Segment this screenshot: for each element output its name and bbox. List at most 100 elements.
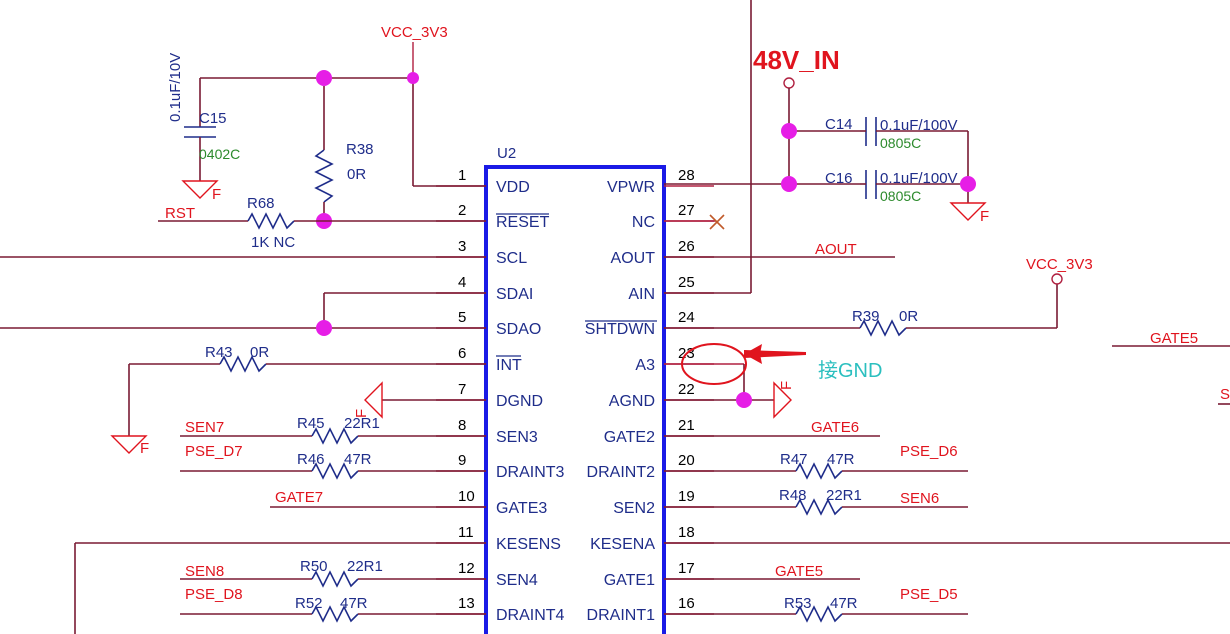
r48-value: 22R1	[826, 487, 862, 504]
junction-dot	[960, 176, 976, 192]
vin-label: 48V_IN	[753, 45, 840, 75]
right-pin-number: 20	[678, 452, 695, 469]
vin-port	[783, 77, 795, 89]
ground-f-label: F	[980, 208, 989, 225]
right-pin-label: GATE2	[604, 429, 655, 446]
annotation-text: 接GND	[818, 359, 882, 382]
r53-ref: R53	[784, 595, 812, 612]
left-pin-label: SEN4	[496, 572, 538, 589]
ground-f-label: F	[212, 186, 221, 203]
ic-body	[484, 165, 666, 634]
edge-fragment: S	[1220, 386, 1230, 403]
c16-package: 0805C	[880, 188, 921, 204]
right-pin-number: 24	[678, 309, 695, 326]
left-pin-number: 7	[458, 381, 466, 398]
right-pin-label: SEN2	[613, 500, 655, 517]
left-pin-number: 6	[458, 345, 466, 362]
c14-package: 0805C	[880, 135, 921, 151]
aout-net-label: AOUT	[815, 241, 857, 258]
left-pin-label: GATE3	[496, 500, 547, 517]
c15-package: 0402C	[199, 146, 240, 162]
r52-resistor	[311, 605, 359, 623]
r43-value: 0R	[250, 344, 269, 361]
c16-value: 0.1uF/100V	[880, 170, 958, 187]
left-pin-label: DGND	[496, 393, 543, 410]
right-pin-label: AGND	[609, 393, 655, 410]
r45-value: 22R1	[344, 415, 380, 432]
left-pin-label: SDAI	[496, 286, 533, 303]
left-pin-number: 1	[458, 167, 466, 184]
r50-ref: R50	[300, 558, 328, 575]
pse-d7-net-label: PSE_D7	[185, 443, 243, 460]
ground-f-label: F	[140, 440, 149, 457]
right-pin-label: NC	[632, 214, 655, 231]
r50-resistor	[311, 570, 359, 588]
left-pin-number: 12	[458, 560, 475, 577]
c15-ref: C15	[199, 110, 227, 127]
right-pin-label: VPWR	[607, 179, 655, 196]
r38-resistor	[314, 149, 334, 203]
left-pin-label: DRAINT4	[496, 607, 565, 624]
r47-value: 47R	[827, 451, 855, 468]
left-pin-number: 3	[458, 238, 466, 255]
left-pin-number: 8	[458, 417, 466, 434]
sen7-net-label: SEN7	[185, 419, 224, 436]
left-pin-number: 5	[458, 309, 466, 326]
left-pin-label: SCL	[496, 250, 527, 267]
pse-d8-net-label: PSE_D8	[185, 586, 243, 603]
c16-ref: C16	[825, 170, 853, 187]
right-pin-number: 17	[678, 560, 695, 577]
left-pin-number: 4	[458, 274, 466, 291]
left-pin-label: VDD	[496, 179, 530, 196]
pse-d5-net-label: PSE_D5	[900, 586, 958, 603]
junction-dot	[407, 72, 419, 84]
junction-dot	[781, 176, 797, 192]
right-pin-number: 22	[678, 381, 695, 398]
right-pin-number: 26	[678, 238, 695, 255]
left-pin-group: 1VDD2RESET3SCL4SDAI5SDAO6INT7DGND8SEN39D…	[436, 167, 565, 624]
vcc-right-port	[1051, 273, 1063, 285]
vcc-top-label: VCC_3V3	[381, 24, 448, 41]
r39-value: 0R	[899, 308, 918, 325]
left-pin-label: DRAINT3	[496, 464, 565, 481]
right-pin-label: A3	[635, 357, 655, 374]
annotation-arrowhead	[744, 344, 762, 364]
sen6-net-label: SEN6	[900, 490, 939, 507]
right-pin-number: 21	[678, 417, 695, 434]
junction-dot	[316, 320, 332, 336]
right-pin-number: 18	[678, 524, 695, 541]
vcc-right-label: VCC_3V3	[1026, 256, 1093, 273]
ground-f-label: F	[778, 381, 795, 390]
r52-ref: R52	[295, 595, 323, 612]
r43-ref: R43	[205, 344, 233, 361]
r46-value: 47R	[344, 451, 372, 468]
ground-f-label: F	[353, 409, 370, 418]
right-pin-label: KESENA	[590, 536, 655, 553]
right-pin-number: 25	[678, 274, 695, 291]
r52-value: 47R	[340, 595, 368, 612]
left-pin-number: 9	[458, 452, 466, 469]
right-pin-label: DRAINT2	[587, 464, 656, 481]
gate5-net-label: GATE5	[775, 563, 823, 580]
sen8-net-label: SEN8	[185, 563, 224, 580]
c14-ref: C14	[825, 116, 853, 133]
right-pin-number: 16	[678, 595, 695, 612]
r39-ref: R39	[852, 308, 880, 325]
left-pin-label: INT	[496, 357, 522, 374]
r46-resistor	[311, 462, 359, 480]
right-pin-label: GATE1	[604, 572, 655, 589]
r47-resistor	[795, 462, 843, 480]
r46-ref: R46	[297, 451, 325, 468]
r48-ref: R48	[779, 487, 807, 504]
r48-resistor	[795, 498, 843, 516]
gate7-net-label: GATE7	[275, 489, 323, 506]
agnd-ground-symbol	[773, 381, 792, 419]
cap-ground-symbol	[949, 202, 987, 221]
c15-ground-symbol	[181, 180, 219, 199]
left-pin-number: 10	[458, 488, 475, 505]
r68-resistor	[247, 212, 295, 230]
r43-ground-symbol	[110, 435, 148, 454]
right-pin-label: DRAINT1	[587, 607, 656, 624]
gate5-far-label: GATE5	[1150, 330, 1198, 347]
